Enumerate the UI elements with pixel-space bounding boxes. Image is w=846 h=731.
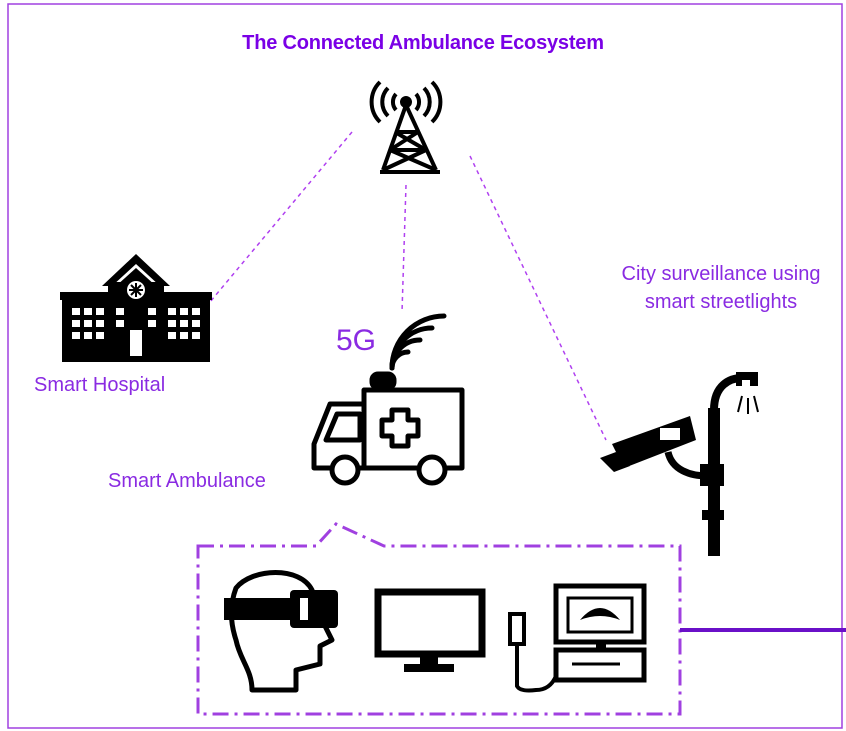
tower-hospital-link: [209, 131, 353, 303]
streetlight-camera-icon: [600, 372, 759, 556]
equipment-callout-box: [196, 522, 682, 716]
tower-ambulance-link: [401, 184, 407, 313]
diagram-title: The Connected Ambulance Ecosystem: [242, 32, 604, 54]
tower-surveillance-link: [469, 155, 607, 441]
hospital-icon: [60, 254, 212, 362]
surveillance-label-line1: City surveillance using: [621, 263, 821, 285]
network-5g-label: 5G: [336, 324, 377, 357]
hospital-label: Smart Hospital: [34, 374, 166, 396]
cell-tower-icon: [369, 80, 443, 174]
surveillance-label-line2: smart streetlights: [644, 291, 798, 313]
surveillance-label: City surveillance using smart streetligh…: [596, 260, 846, 316]
monitor-icon: [374, 588, 486, 672]
ambulance-icon: [311, 371, 465, 486]
connection-lines: [209, 131, 607, 441]
signal-waves-icon: [389, 313, 447, 371]
ultrasound-machine-icon: [508, 583, 647, 693]
outer-border: [7, 3, 843, 729]
vr-headset-icon: [224, 570, 338, 693]
ambulance-label: Smart Ambulance: [108, 470, 266, 492]
